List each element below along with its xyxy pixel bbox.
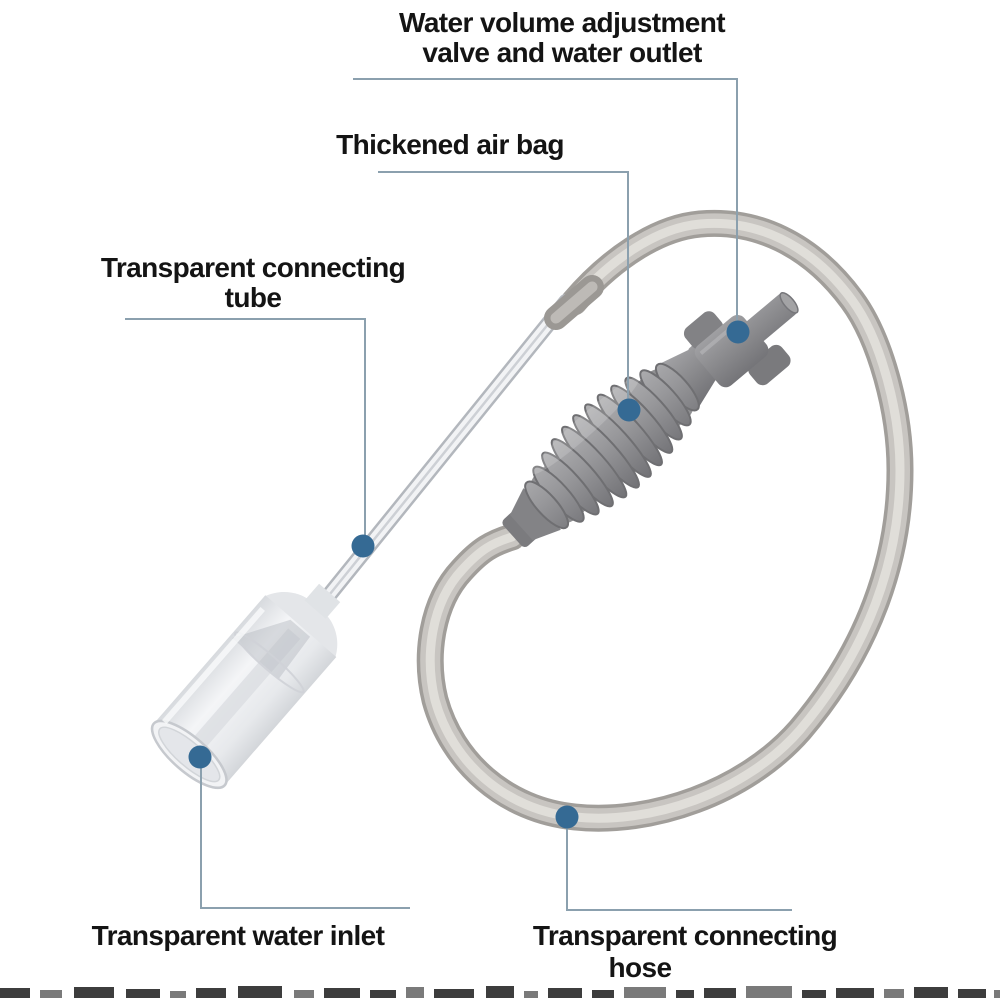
cropped-text-fragment — [802, 990, 826, 998]
cropped-text-fragment — [486, 986, 514, 998]
leader-line-connecting-hose — [566, 818, 792, 911]
leader-line-water-outlet-valve — [353, 78, 738, 330]
cropped-text-fragment — [196, 988, 226, 998]
cropped-text-fragment — [74, 987, 114, 998]
cropped-text-fragment — [994, 990, 1000, 998]
label-water-outlet-valve-line2: valve and water outlet — [422, 37, 702, 68]
annotation-layer — [125, 78, 792, 911]
label-connecting-tube: Transparent connecting — [100, 252, 406, 283]
bottom-cropped-strip — [0, 986, 1000, 998]
label-connecting-tube-line2: tube — [224, 282, 282, 313]
cropped-text-fragment — [170, 991, 186, 998]
cropped-text-fragment — [126, 989, 160, 998]
cropped-text-fragment — [434, 989, 474, 998]
label-water-inlet: Transparent water inlet — [91, 920, 385, 951]
part-dot-connecting-tube — [351, 534, 375, 558]
cropped-text-fragment — [406, 987, 424, 998]
cropped-text-fragment — [238, 986, 282, 998]
part-dot-connecting-hose — [555, 805, 579, 829]
valve-wing-lower — [748, 344, 791, 386]
leader-line-connecting-tube — [125, 318, 366, 544]
part-dot-water-outlet-valve — [726, 320, 750, 344]
cropped-text-fragment — [676, 990, 694, 998]
leader-line-water-inlet — [200, 758, 410, 909]
label-connecting-hose: Transparent connecting — [532, 920, 838, 951]
cropped-text-fragment — [548, 988, 582, 998]
valve-body — [694, 314, 769, 388]
cropped-text-fragment — [324, 988, 360, 998]
cropped-text-fragment — [884, 989, 904, 998]
cropped-text-fragment — [294, 990, 314, 998]
connecting-tube-part — [305, 294, 574, 623]
cropped-text-fragment — [0, 988, 30, 998]
part-dot-air-bag — [617, 398, 641, 422]
label-air-bag: Thickened air bag — [336, 129, 564, 160]
cropped-text-fragment — [704, 988, 736, 998]
cropped-text-fragment — [370, 990, 396, 998]
label-connecting-hose-line2: hose — [608, 952, 673, 983]
valve-assembly-part — [683, 292, 799, 388]
cropped-text-fragment — [40, 990, 62, 998]
cropped-text-fragment — [624, 987, 666, 998]
valve-wing-upper — [683, 311, 724, 350]
hose-end-sleeve — [544, 275, 604, 330]
connecting-hose-part — [416, 209, 914, 832]
water-inlet-part — [150, 583, 341, 790]
leader-line-air-bag — [378, 171, 629, 408]
part-dot-water-inlet — [188, 745, 212, 769]
cropped-text-fragment — [592, 990, 614, 998]
cropped-text-fragment — [958, 989, 986, 998]
cropped-text-fragment — [524, 991, 538, 998]
cropped-text-fragment — [914, 987, 948, 998]
cropped-text-fragment — [746, 986, 792, 998]
label-water-outlet-valve: Water volume adjustment — [399, 7, 726, 38]
cropped-text-fragment — [836, 988, 874, 998]
